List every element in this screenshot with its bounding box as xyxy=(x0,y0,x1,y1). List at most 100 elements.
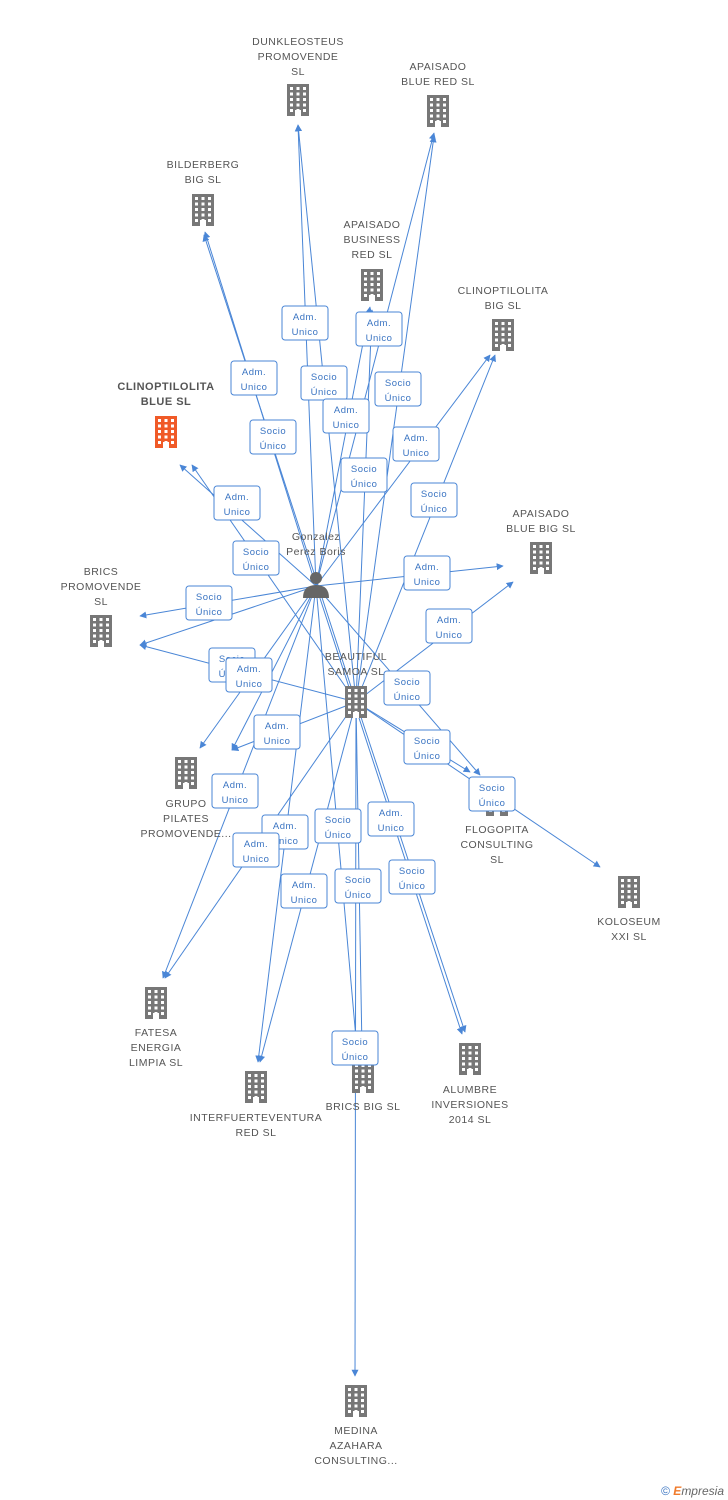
relation-label-line: Único xyxy=(351,479,378,490)
relation-label: Adm.Unico xyxy=(213,485,261,521)
relation-label-line: Único xyxy=(243,562,270,573)
relation-label: Adm. Unico xyxy=(322,398,370,434)
relation-label-line: Socio xyxy=(479,783,505,794)
relation-label-line: Unico xyxy=(264,736,291,747)
company-name-line: APAISADO xyxy=(410,61,467,73)
relation-label-line: Adm. xyxy=(367,318,391,329)
relation-edge xyxy=(355,354,496,703)
building-icon xyxy=(459,1043,481,1075)
company-name-line: BILDERBERG xyxy=(167,159,240,171)
relation-label: Adm.Unico xyxy=(367,801,415,837)
building-icon xyxy=(245,1071,267,1103)
company-name-line: PROMOVENDE xyxy=(61,581,142,593)
relation-label-line: Socio xyxy=(351,464,377,475)
company-node[interactable]: KOLOSEUM XXI SL xyxy=(597,876,661,943)
relation-label: Adm.Unico xyxy=(230,360,278,396)
company-node[interactable]: GRUPOPILATESPROMOVENDE... xyxy=(140,757,231,840)
edge-labels-layer: Adm.UnicoAdm.UnicoSocioÚnicoAdm.UnicoSoc… xyxy=(185,305,516,1066)
relation-label-line: Adm. xyxy=(223,780,247,791)
company-name-line: CONSULTING xyxy=(460,839,533,851)
relation-label: Adm.Unico xyxy=(425,608,473,644)
company-name-line: SL xyxy=(490,854,504,866)
company-name-line: KOLOSEUM xyxy=(597,916,661,928)
relation-label-line: Único xyxy=(260,441,287,452)
company-name-line: XXI SL xyxy=(611,931,647,943)
relation-label-line: Socio xyxy=(311,372,337,383)
relation-label-line: Adm. xyxy=(242,367,266,378)
building-icon xyxy=(361,269,383,301)
relation-label-line: Único xyxy=(325,830,352,841)
relation-label-line: Unico xyxy=(333,420,360,431)
relation-edge xyxy=(355,135,437,703)
relation-label-line: Adm. xyxy=(293,312,317,323)
relation-label-line: Único xyxy=(342,1052,369,1063)
relation-label: Adm.Unico xyxy=(403,555,451,591)
company-name-line: BLUE SL xyxy=(141,396,192,408)
relation-label-line: Adm. xyxy=(415,562,439,573)
relation-label-line: Adm. xyxy=(404,433,428,444)
company-name-line: BRICS xyxy=(84,566,119,578)
relation-label-line: Unico xyxy=(292,327,319,338)
relation-label-line: Socio xyxy=(385,378,411,389)
company-name-line: AZAHARA xyxy=(329,1440,382,1452)
relation-label-line: Unico xyxy=(436,630,463,641)
relation-edge xyxy=(315,354,491,587)
building-icon xyxy=(155,416,177,448)
company-name-line: INVERSIONES xyxy=(431,1099,508,1111)
company-name-line: PROMOVENDE xyxy=(258,51,339,63)
building-icon xyxy=(345,686,367,718)
relation-edge xyxy=(355,309,376,703)
relation-label-line: Unico xyxy=(224,507,251,518)
relation-label-line: Único xyxy=(385,393,412,404)
company-name-line: RED SL xyxy=(236,1127,277,1139)
company-name-line: APAISADO xyxy=(513,508,570,520)
relation-label-line: Socio xyxy=(394,677,420,688)
relation-label-line: Unico xyxy=(236,679,263,690)
relation-label-line: Único xyxy=(399,881,426,892)
relation-label-line: Adm. xyxy=(379,808,403,819)
relation-label-line: Socio xyxy=(342,1037,368,1048)
relation-edge xyxy=(315,132,436,587)
company-name-line: PROMOVENDE... xyxy=(140,828,231,840)
company-node[interactable]: BRICS BIG SL xyxy=(326,1061,401,1113)
relation-label-line: Unico xyxy=(243,854,270,865)
company-name-line: ENERGIA xyxy=(131,1042,182,1054)
relation-edge xyxy=(294,124,317,587)
relation-label-line: Socio xyxy=(421,489,447,500)
relation-label-line: Único xyxy=(421,504,448,515)
relation-label-line: Único xyxy=(414,751,441,762)
building-icon xyxy=(287,84,309,116)
relation-label-line: Socio xyxy=(260,426,286,437)
company-name-line: GRUPO xyxy=(165,798,206,810)
building-icon xyxy=(345,1385,367,1417)
company-name-line: MEDINA xyxy=(334,1425,378,1437)
company-node[interactable]: MEDINAAZAHARACONSULTING... xyxy=(314,1385,397,1467)
relation-label: Adm.Unico xyxy=(392,426,440,462)
company-name-line: 2014 SL xyxy=(449,1114,492,1126)
relation-label-line: Adm. xyxy=(334,405,358,416)
building-icon xyxy=(192,194,214,226)
